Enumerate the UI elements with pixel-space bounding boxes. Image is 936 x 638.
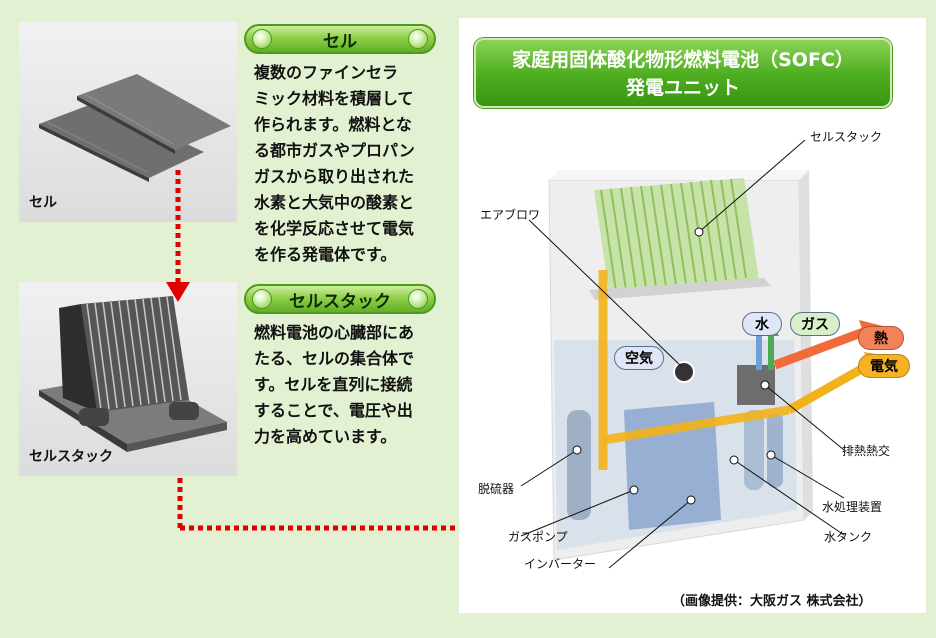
label-desulfurizer: 脱硫器: [478, 482, 515, 496]
cell-desc-line: を作る発電体です。: [254, 245, 397, 264]
stack-desc-line: することで、電圧や出: [254, 401, 413, 420]
stack-desc-line: たる、セルの集合体で: [254, 349, 415, 368]
image-credit: （画像提供：大阪ガス 株式会社）: [672, 594, 872, 609]
chip-gas: ガス: [790, 312, 840, 336]
label-inverter: インバーター: [524, 557, 597, 571]
chip-heat: 熱: [858, 326, 904, 350]
cell-heading: セル: [244, 24, 436, 54]
desulfurizer-cylinder: [567, 410, 591, 520]
heat-flow-path: [773, 325, 871, 370]
cell-desc-line: ミック材料を積層して: [254, 89, 414, 108]
cell-desc-line: 作られます。燃料とな: [254, 115, 412, 134]
label-gas-pump: ガスポンプ: [508, 530, 568, 544]
chip-air: 空気: [614, 346, 664, 370]
stack-desc-line: 力を高めています。: [254, 427, 397, 446]
stack-heading: セルスタック: [244, 284, 436, 314]
bullet-icon: [408, 289, 428, 309]
cell-stack-graphic: [589, 178, 771, 300]
cell-description: 複数のファインセラ ミック材料を積層して 作られます。燃料とな る都市ガスやプロ…: [254, 60, 415, 268]
label-exhaust-heat: 排熱熱交: [842, 444, 891, 458]
cell-desc-line: 複数のファインセラ: [254, 63, 399, 82]
cell-to-stack-arrowhead: [166, 282, 190, 302]
cell-stack-image: [39, 296, 227, 452]
air-blower-fan: [673, 361, 695, 383]
label-water-treatment: 水処理装置: [822, 500, 883, 514]
unit-title-line1: 家庭用固体酸化物形燃料電池（SOFC）: [512, 49, 854, 71]
stack-description: 燃料電池の心臓部にあ たる、セルの集合体で す。セルを直列に接続 することで、電…: [254, 320, 414, 450]
stack-heading-label: セルスタック: [289, 291, 391, 312]
bullet-icon: [408, 29, 428, 49]
bullet-icon: [252, 289, 272, 309]
label-air-blower: エアブロワ: [480, 208, 541, 222]
stack-photo-caption: セルスタック: [29, 449, 113, 465]
cell-photo-caption: セル: [29, 195, 57, 211]
cell-desc-line: を化学反応させて電気: [254, 219, 415, 238]
cell-desc-line: ガスから取り出された: [254, 167, 415, 186]
sofc-unit-illustration: [520, 140, 889, 569]
cell-heading-label: セル: [323, 31, 357, 52]
bullet-icon: [252, 29, 272, 49]
cell-desc-line: 水素と大気中の酸素と: [254, 193, 415, 212]
stack-desc-line: す。セルを直列に接続: [254, 375, 413, 394]
label-water-tank: 水タンク: [824, 530, 873, 544]
stack-desc-line: 燃料電池の心臓部にあ: [254, 323, 415, 342]
chip-water: 水: [742, 312, 782, 336]
label-cell-stack: セルスタック: [810, 130, 883, 144]
chip-electricity: 電気: [858, 354, 910, 378]
cell-plates-image: [39, 74, 231, 182]
unit-title: 家庭用固体酸化物形燃料電池（SOFC） 発電ユニット: [474, 38, 892, 108]
unit-title-line2: 発電ユニット: [625, 77, 740, 99]
stack-photo: セルスタック: [19, 282, 237, 476]
cell-photo: セル: [19, 22, 237, 222]
cell-desc-line: る都市ガスやプロパン: [254, 141, 415, 160]
